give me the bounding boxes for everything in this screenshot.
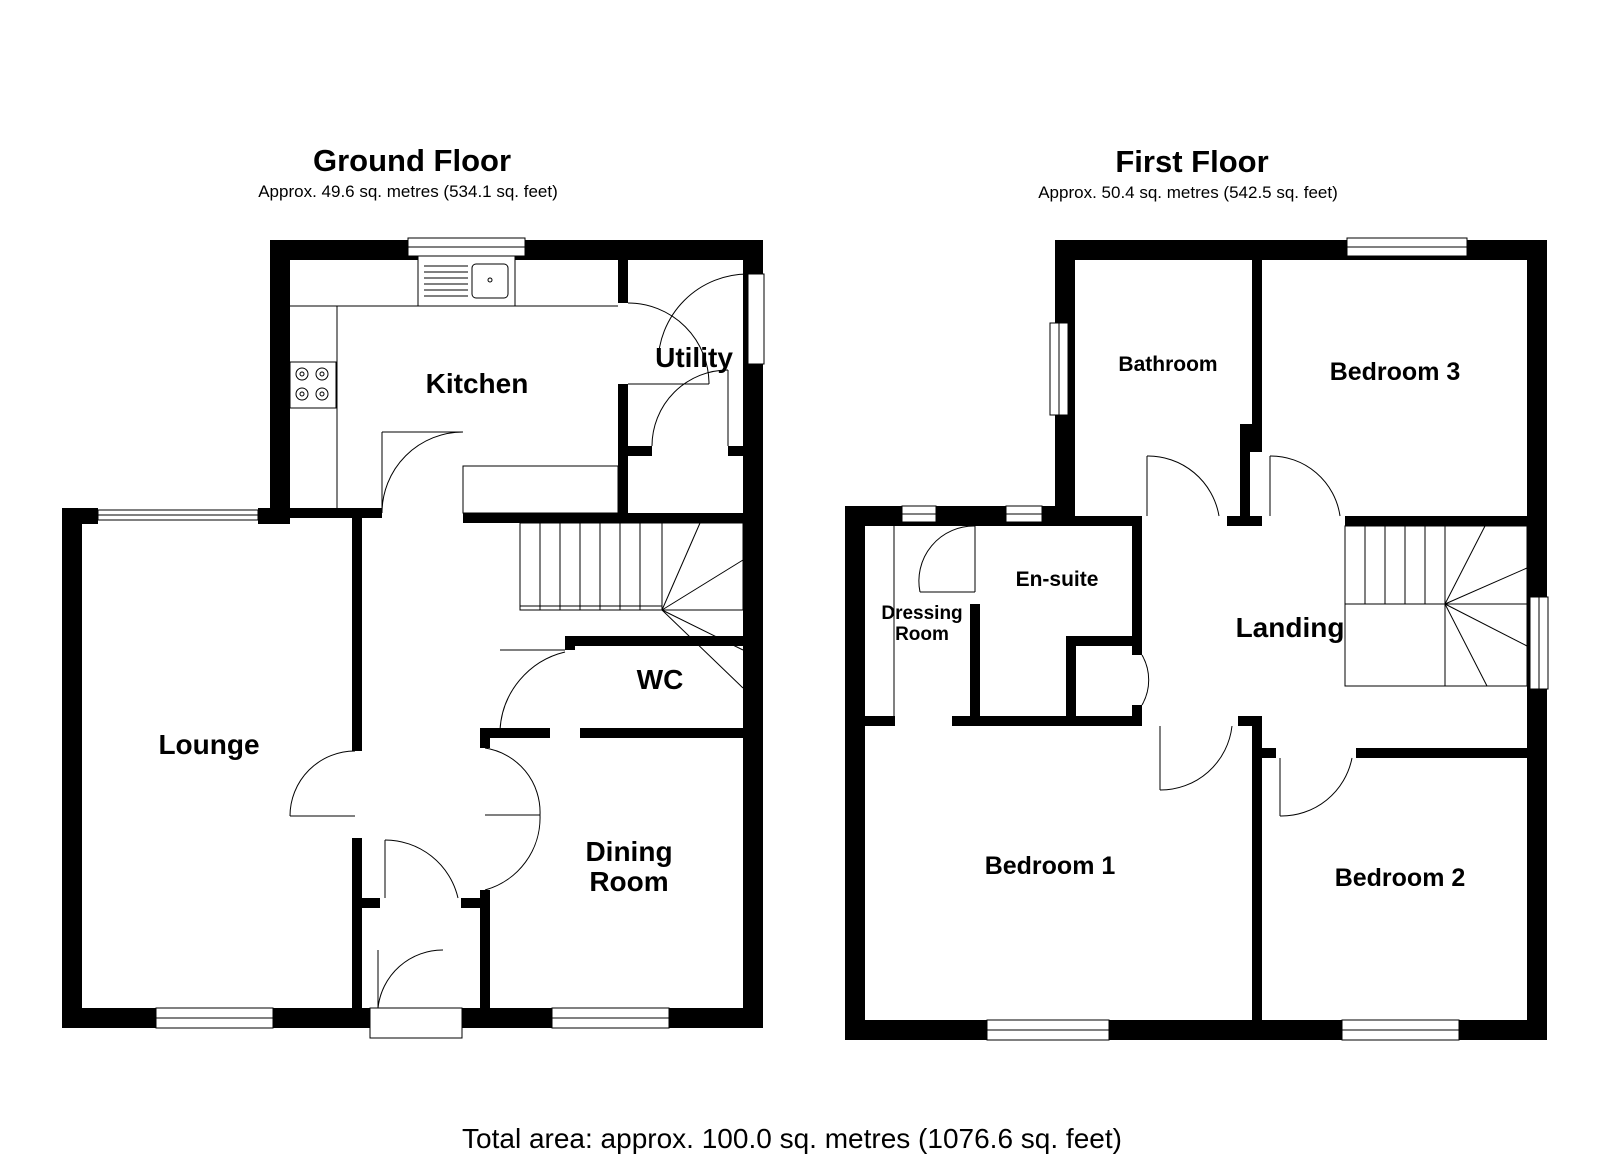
room-label-dressing-2: Room	[895, 624, 949, 645]
wall	[461, 898, 480, 908]
window	[1346, 237, 1468, 257]
first-floor-plan: First Floor Approx. 50.4 sq. metres (542…	[845, 144, 1549, 1041]
room-label-dressing-1: Dressing	[881, 603, 962, 624]
door	[651, 369, 729, 447]
door	[1141, 654, 1150, 706]
wall	[1345, 516, 1527, 526]
room-label-utility: Utility	[655, 342, 733, 373]
wall	[1238, 716, 1262, 726]
door	[381, 431, 464, 514]
room-label-bathroom: Bathroom	[1118, 353, 1217, 376]
first-floor-area: Approx. 50.4 sq. metres (542.5 sq. feet)	[1038, 183, 1338, 202]
window	[407, 237, 526, 257]
door	[484, 814, 541, 891]
ground-floor-area: Approx. 49.6 sq. metres (534.1 sq. feet)	[258, 182, 558, 201]
room-label-bedroom-2: Bedroom 2	[1335, 864, 1466, 892]
door	[384, 839, 459, 899]
door	[918, 525, 976, 593]
window	[551, 1007, 670, 1029]
wall	[62, 508, 82, 1028]
door	[657, 273, 765, 365]
wall	[618, 384, 628, 518]
door	[1279, 757, 1353, 817]
wall	[352, 838, 362, 1018]
wall	[1240, 452, 1250, 520]
room-label-wc: WC	[637, 664, 684, 695]
wall	[480, 728, 550, 738]
window	[986, 1019, 1110, 1041]
wall	[1252, 258, 1262, 428]
wall	[728, 446, 745, 456]
wall	[580, 728, 750, 738]
wall	[1132, 516, 1142, 655]
door	[1159, 725, 1233, 791]
room-label-dining-2: Room	[589, 866, 668, 897]
wall	[1252, 716, 1262, 1030]
window	[1341, 1019, 1460, 1041]
door	[627, 302, 710, 385]
wall	[565, 636, 575, 650]
wall	[952, 716, 1142, 726]
hob	[289, 361, 337, 409]
door	[499, 649, 566, 731]
door	[484, 747, 541, 816]
wall	[1227, 516, 1237, 526]
wall	[352, 516, 362, 751]
door	[1269, 455, 1341, 517]
window	[1049, 322, 1069, 416]
wall	[1066, 636, 1142, 646]
wall	[270, 240, 290, 518]
wall	[618, 258, 628, 303]
sliding-door	[97, 509, 259, 521]
room-label-bedroom-1: Bedroom 1	[985, 852, 1116, 880]
wall	[362, 898, 380, 908]
wall	[565, 636, 745, 646]
kitchen-worktop	[290, 305, 619, 514]
window	[1005, 505, 1043, 523]
wall	[628, 446, 652, 456]
room-label-lounge: Lounge	[158, 729, 259, 760]
wall	[1262, 748, 1276, 758]
door	[377, 949, 444, 1009]
window	[901, 505, 937, 523]
wall	[290, 508, 382, 518]
wall	[743, 240, 763, 1028]
wall	[845, 506, 865, 1040]
room-label-bedroom-3: Bedroom 3	[1330, 358, 1461, 386]
wall	[1356, 748, 1527, 758]
wall	[1227, 516, 1262, 526]
room-label-landing: Landing	[1236, 612, 1345, 643]
sink	[417, 255, 516, 307]
wall	[970, 604, 980, 721]
room-label-dining-1: Dining	[585, 836, 672, 867]
wall	[1075, 516, 1132, 526]
front-door	[369, 1007, 463, 1039]
staircase	[1344, 525, 1528, 687]
wall	[62, 508, 98, 524]
wall	[865, 716, 895, 726]
window	[1529, 596, 1549, 690]
wall	[1066, 636, 1076, 721]
ground-floor-title: Ground Floor	[313, 143, 511, 178]
first-floor-title: First Floor	[1115, 144, 1268, 179]
ground-floor-plan: Ground Floor Approx. 49.6 sq. metres (53…	[62, 143, 765, 1039]
wall	[1240, 424, 1262, 452]
wall	[1055, 240, 1547, 260]
door	[289, 750, 356, 817]
wall	[480, 890, 490, 1018]
wall	[258, 508, 290, 524]
door	[1146, 455, 1220, 517]
wall	[1132, 705, 1142, 723]
window	[155, 1007, 274, 1029]
room-label-kitchen: Kitchen	[426, 368, 529, 399]
staircase	[519, 522, 744, 689]
total-area: Total area: approx. 100.0 sq. metres (10…	[462, 1123, 1122, 1154]
wall	[463, 513, 753, 523]
wall	[480, 728, 490, 748]
room-label-ensuite: En-suite	[1016, 568, 1099, 591]
